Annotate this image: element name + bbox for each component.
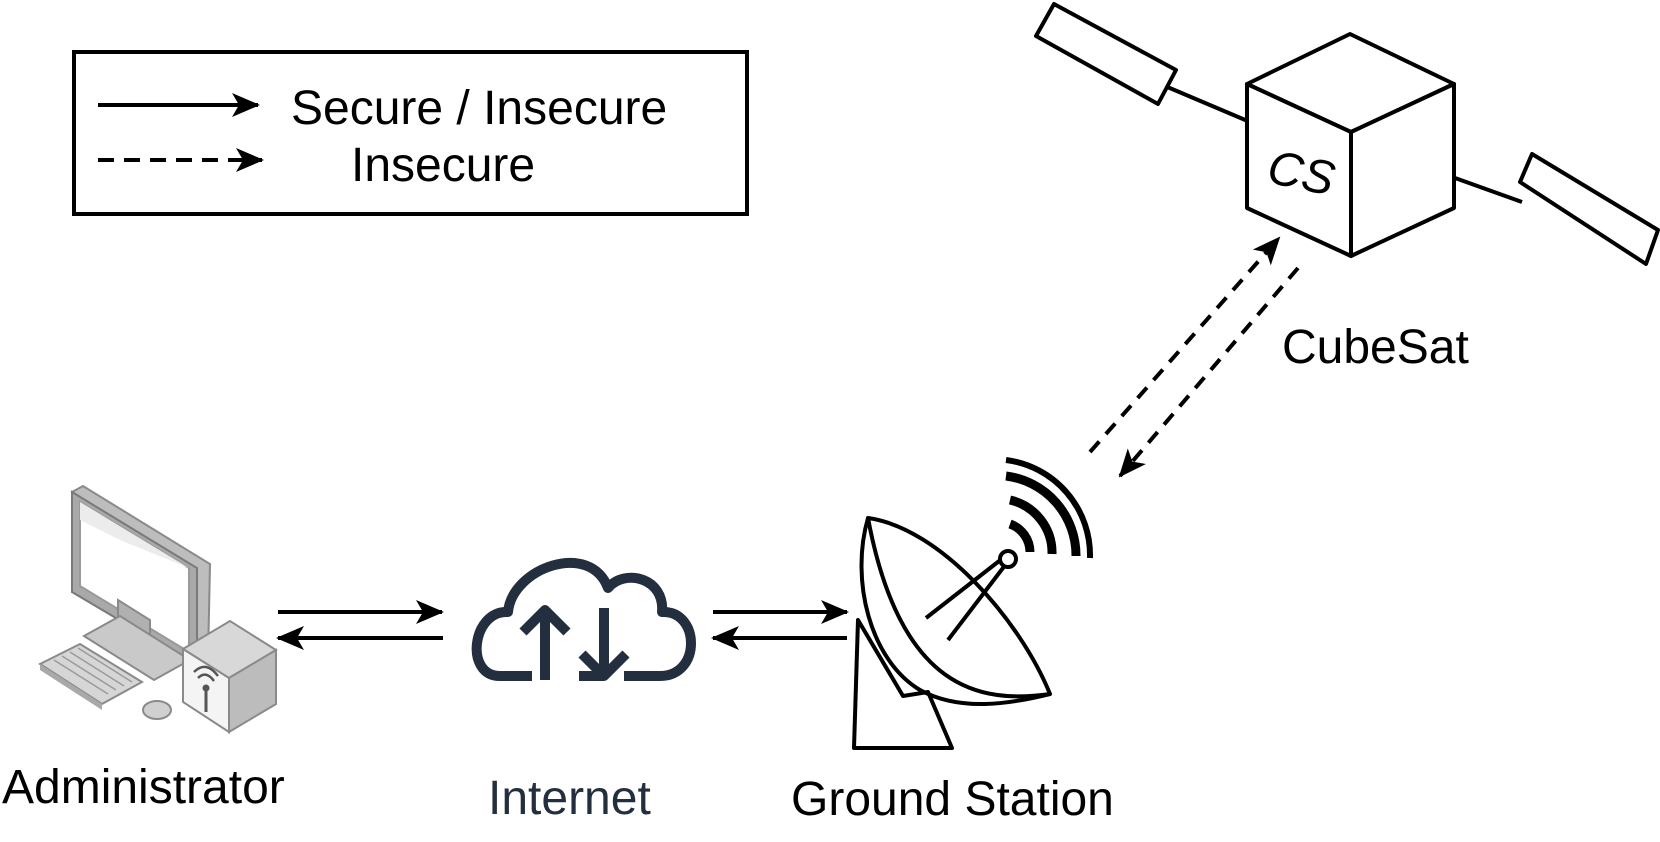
ground-station-label: Ground Station bbox=[791, 773, 1114, 826]
administrator-label: Administrator bbox=[2, 761, 285, 814]
internet-label: Internet bbox=[488, 772, 651, 825]
cloud-upload-download-icon bbox=[471, 557, 696, 681]
signal-waves-icon bbox=[1005, 457, 1094, 559]
legend: Secure / Insecure Insecure bbox=[72, 50, 749, 216]
satellite-dish-icon bbox=[852, 516, 1052, 750]
cubesat-icon bbox=[1034, 2, 1660, 266]
legend-label-solid: Secure / Insecure bbox=[291, 82, 667, 135]
legend-box bbox=[72, 50, 749, 216]
computer-workstation-icon bbox=[37, 484, 278, 734]
link-cubesat-to-ground-arrow bbox=[1118, 266, 1300, 478]
legend-label-dashed: Insecure bbox=[351, 139, 535, 192]
link-ground-to-cubesat-arrow bbox=[1088, 236, 1281, 454]
cubesat-label: CubeSat bbox=[1282, 321, 1469, 374]
